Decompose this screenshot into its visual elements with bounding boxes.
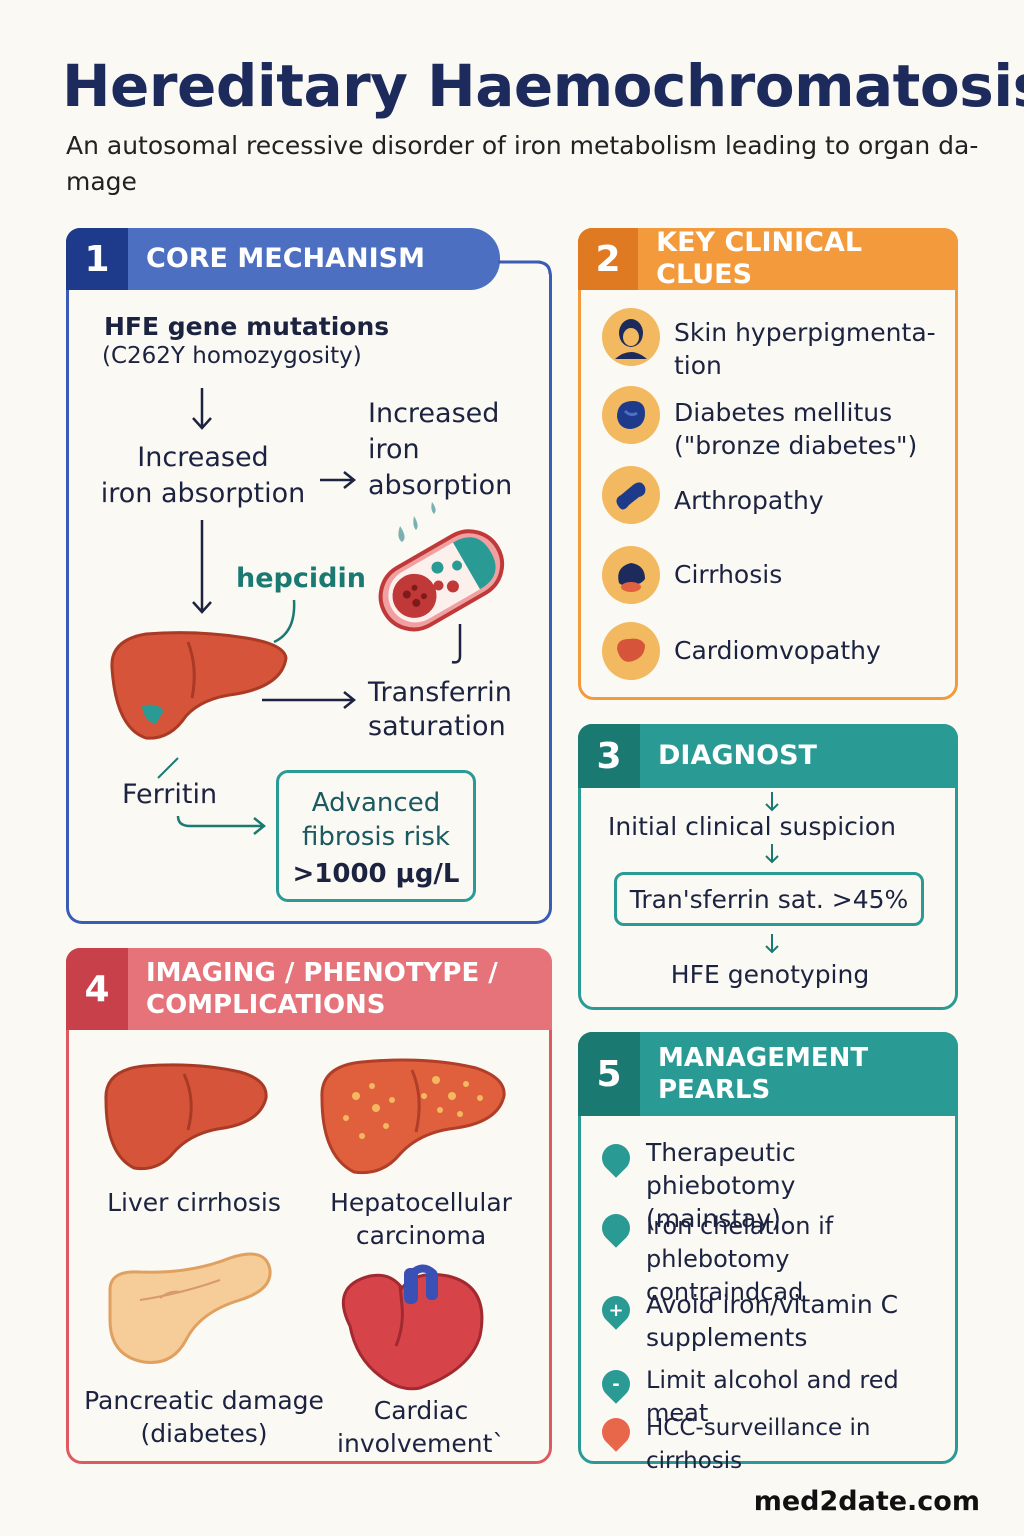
- section-number: 1: [66, 228, 128, 290]
- drop-icon: [596, 1208, 636, 1248]
- arrow-down-icon: [192, 520, 212, 614]
- imaging-label: Hepatocellular carcinoma: [330, 1188, 512, 1250]
- fibrosis-risk-label: Advanced fibrosis risk: [301, 788, 450, 852]
- ferritin-threshold: >1000 μg/L: [292, 859, 460, 889]
- liver-cirrhosis-icon: [104, 1063, 268, 1171]
- arrow-right-icon: [262, 691, 357, 709]
- hepcidin-connector: [273, 599, 296, 644]
- page-subtitle: An autosomal recessive disorder of iron …: [66, 131, 979, 196]
- hcc-liver-icon: [320, 1058, 506, 1175]
- core-mechanism-header: 1 CORE MECHANISM: [66, 228, 500, 290]
- clinical-clues-header: 2 KEY CLINICAL CLUES: [578, 227, 958, 290]
- clue-label: Diabetes mellitus ("bronze diabetes"): [674, 398, 918, 460]
- section-number: 3: [578, 724, 640, 788]
- clue-label: Arthropathy: [674, 486, 824, 515]
- diagnosis-step-1: Initial clinical suspicion: [607, 812, 897, 841]
- joint-icon: [602, 466, 660, 524]
- hook-arrow: [451, 624, 462, 664]
- pancreas-icon: [108, 1252, 272, 1365]
- ferritin-label: Ferritin: [122, 779, 218, 810]
- section-title: KEY CLINICAL CLUES: [656, 227, 863, 290]
- site-footer[interactable]: med2date.com: [753, 1486, 980, 1517]
- imaging-header: 4 IMAGING / PHENOTYPE / COMPLICATIONS: [66, 948, 552, 1030]
- imaging-card: [66, 948, 552, 1464]
- heart-icon: [341, 1264, 484, 1391]
- ferritin-connector: [157, 757, 179, 779]
- management-item: Avoid iron/vitamin C supplements: [646, 1290, 899, 1352]
- management-item: Limit alcohol and red meat: [646, 1366, 899, 1427]
- section-number: 4: [66, 948, 128, 1030]
- drop-icon: [596, 1138, 636, 1178]
- section-title: DIAGNOST: [658, 740, 817, 771]
- section-title: MANAGEMENT PEARLS: [658, 1043, 869, 1105]
- imaging-label: Pancreatic damage (diabetes): [84, 1386, 324, 1448]
- plus-icon: +: [596, 1290, 636, 1330]
- arrow-down-icon: [765, 792, 779, 812]
- absorption-right-label: Increased iron absorption: [368, 398, 513, 501]
- drop-icon: [596, 1412, 636, 1452]
- management-item: Iron chelation if phlebotomy contraindca…: [646, 1212, 834, 1306]
- section-number: 5: [578, 1032, 640, 1116]
- arrow-down-icon: [765, 844, 779, 864]
- fibrosis-risk-box: [276, 770, 476, 902]
- arrow-right-icon: [320, 471, 357, 489]
- pancreas-icon: [602, 386, 660, 444]
- face-icon: [602, 308, 660, 366]
- arrow-right-icon: [176, 815, 267, 835]
- transferrin-label: Transferrin saturation: [368, 677, 512, 742]
- gene-mutation-detail: (C262Y homozygosity): [102, 343, 362, 369]
- clue-label: Skin hyperpigmenta- tion: [674, 318, 936, 380]
- management-item: HCC-surveillance in cirrhosis: [646, 1415, 871, 1474]
- clue-label: Cirrhosis: [674, 560, 783, 589]
- enterocyte-icon: [378, 502, 505, 632]
- header-connector: [498, 260, 552, 275]
- arrow-down-icon: [192, 388, 212, 430]
- diagnosis-step-3: HFE genotyping: [670, 960, 870, 989]
- clue-label: Cardiomvopathy: [674, 636, 881, 665]
- section-title: IMAGING / PHENOTYPE / COMPLICATIONS: [146, 958, 498, 1020]
- imaging-label: Cardiac involvement`: [337, 1396, 505, 1458]
- transferrin-threshold-box: [614, 872, 924, 926]
- section-title: CORE MECHANISM: [146, 243, 425, 274]
- arrow-down-icon: [765, 934, 779, 954]
- diagnosis-header: 3 DIAGNOST: [578, 724, 958, 788]
- page-title: Hereditary Haemochromatosis: [62, 52, 1024, 120]
- imaging-label: Liver cirrhosis: [107, 1188, 281, 1217]
- diagnosis-step-2: Tran'sferrin sat. >45%: [629, 885, 909, 914]
- hepcidin-label: hepcidin: [236, 563, 366, 594]
- management-header: 5 MANAGEMENT PEARLS: [578, 1032, 958, 1116]
- liver-icon: [602, 546, 660, 604]
- liver-icon: [110, 631, 288, 740]
- absorption-left-label: Increased iron absorption: [100, 442, 306, 509]
- section-number: 2: [578, 228, 639, 290]
- gene-mutation-label: HFE gene mutations: [104, 312, 390, 341]
- heart-icon: [602, 622, 660, 680]
- management-item: Therapeutic phiebotomy (mainstay): [646, 1138, 796, 1233]
- minus-icon: -: [596, 1364, 636, 1404]
